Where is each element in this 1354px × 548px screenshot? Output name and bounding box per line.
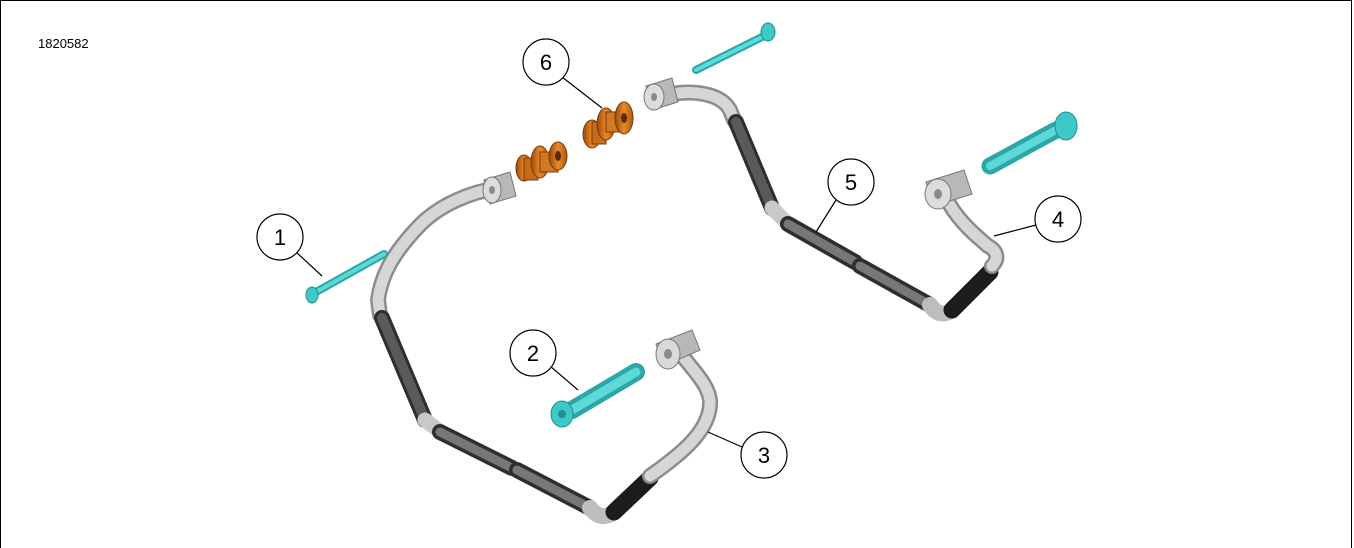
callout-label-5: 5: [845, 170, 857, 195]
callout-6: 6: [522, 38, 603, 109]
callout-label-3: 3: [758, 443, 770, 468]
callout-2: 2: [509, 329, 579, 391]
callout-label-1: 1: [274, 225, 286, 250]
callout-label-6: 6: [540, 50, 552, 75]
right-handguard-bar: [643, 77, 1005, 322]
screw-2: [550, 363, 645, 428]
callout-5: 5: [815, 158, 875, 233]
callout-label-4: 4: [1052, 207, 1064, 232]
callout-label-2: 2: [527, 341, 539, 366]
figure-id: 1820582: [38, 36, 89, 51]
callout-4: 4: [993, 195, 1082, 243]
screw-right: [981, 111, 1078, 175]
spacer-right: [582, 101, 634, 149]
screw-top: [692, 22, 776, 74]
callout-1: 1: [256, 213, 323, 277]
spacer-left: [515, 141, 568, 182]
screw-1: [305, 250, 388, 304]
left-handguard-bar: [369, 171, 719, 525]
callout-3: 3: [707, 431, 788, 479]
